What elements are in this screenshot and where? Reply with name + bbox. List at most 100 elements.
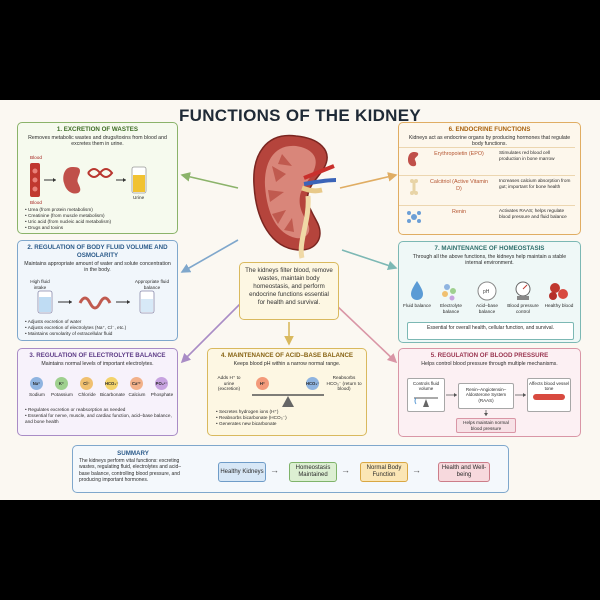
list-item: Generates new bicarbonate [216,421,287,427]
blood-pressure-title: 5. REGULATION OF BLOOD PRESSURE [430,352,549,359]
reabsorbs-hco3-label: Reabsorbs HCO₃⁻ (return to blood) [326,375,362,392]
homeostasis-label: Blood pressure control [507,303,539,314]
molecule-icon [407,211,421,223]
flow-step: Healthy Kidneys [218,462,266,482]
high-intake-label: High fluid intake [30,279,50,290]
ion-badge: K⁺ [55,377,68,390]
vessel-tone-box: Affects blood vessel tone [527,378,571,412]
ion-badge: PO₄³⁻ [155,377,168,390]
endocrine-subtitle: Kidneys act as endocrine organs by produ… [408,134,571,148]
fluid-diagram [37,290,155,314]
electrolyte-subtitle: Maintains normal levels of important ele… [41,360,154,367]
acid-base-list: Secretes hydrogen ions (H⁺) Reabsorbs bi… [216,409,287,427]
connector-arrows [180,172,398,364]
hco3-ion: HCO₃⁻ [306,377,319,390]
ion-badge: HCO₃⁻ [105,377,118,390]
center-summary-text: The kidneys filter blood, remove wastes,… [245,267,333,307]
svg-text:pH: pH [483,289,490,295]
controls-fluid-text: Controls fluid volume [412,381,440,392]
homeostasis-bottom-text: Essential for overall health, cellular f… [426,325,554,331]
endocrine-row-renin: Renin Activates RAAS; helps regulate blo… [399,205,575,228]
list-item: Adjusts excretion of water [25,319,126,325]
endocrine-box: 6. ENDOCRINE FUNCTIONS Kidneys act as en… [398,122,581,235]
ion-name: Chloride [78,392,96,397]
homeostasis-box: 7. MAINTENANCE OF HOMEOSTASIS Through al… [398,241,581,343]
list-item: Maintains osmolarity of extracellular fl… [25,331,126,337]
vessel-tone-text: Affects blood vessel tone [529,381,569,392]
list-item: Drugs and toxins [25,225,111,231]
arrow-to-electrolyte [180,299,245,364]
excretion-diagram [30,163,147,197]
blood-pressure-subtitle: Helps control blood pressure through mul… [421,360,558,367]
arrow-to-blood-pressure [335,304,398,364]
hormone-name: Erythropoietin (EPO) [434,151,484,157]
summary-text: The kidneys perform vital functions: exc… [79,458,182,483]
list-item: Adjusts excretion of electrolytes (Na⁺, … [25,325,126,331]
list-item: Urea (from protein metabolism) [25,207,111,213]
arrow-to-excretion [180,172,239,189]
scale-icon [414,397,438,407]
ion-name: Phosphate [150,392,174,397]
list-item: Secretes hydrogen ions (H⁺) [216,409,287,415]
list-item: Regulates excretion or reabsorption as n… [25,407,175,413]
ion-name: Sodium [29,392,45,397]
electrolyte-title: 3. REGULATION OF ELECTROLYTE BALANCE [29,352,166,359]
hormone-name: Calcitriol (Active Vitamin D) [429,179,488,192]
list-item: Reabsorbs bicarbonate (HCO₃⁻) [216,415,287,421]
list-item: Uric acid (from nucleic acid metabolism) [25,219,111,225]
homeostasis-label: Healthy blood [544,303,574,308]
red-cells-icon [549,283,568,300]
list-item: Creatinine (from muscle metabolism) [25,213,111,219]
poster: FUNCTIONS OF THE KIDNEY The kid [0,100,600,500]
electrolyte-icon [442,284,456,301]
bp-bottom-text: Helps maintain normal blood pressure [463,420,509,431]
homeostasis-icons: pH [411,281,568,301]
homeostasis-bottom: Essential for overall health, cellular f… [407,322,574,340]
fluid-list: Adjusts excretion of water Adjusts excre… [25,319,126,337]
water-drop-icon [411,281,423,300]
hormone-desc: Activates RAAS; helps regulate blood pre… [499,208,567,219]
urine-label: Urine [133,195,145,200]
hormone-name: Renin [451,209,467,215]
endocrine-row-epo: Erythropoietin (EPO) Stimulates red bloo… [399,147,575,170]
excretion-title: 1. EXCRETION OF WASTES [56,126,139,133]
adds-h-label: Adds H⁺ to urine (excretion) [217,375,241,392]
flow-step: Normal Body Function [360,462,408,482]
list-item: Essential for nerve, muscle, and cardiac… [25,413,175,425]
summary-box: SUMMARY The kidneys perform vital functi… [72,445,509,493]
blood-label-2: Blood [30,200,42,205]
flow-arrow-icon: → [270,465,279,475]
ion-name: Calcium [128,392,146,397]
acid-base-subtitle: Keeps blood pH within a narrow normal ra… [233,360,341,367]
excretion-subtitle: Removes metabolic wastes and drugs/toxin… [28,134,167,148]
h-ion: H⁺ [256,377,269,390]
kidney-illustration [253,134,337,259]
endocrine-title: 6. ENDOCRINE FUNCTIONS [448,126,531,133]
ion-name: Bicarbonate [100,392,126,397]
fluid-subtitle: Maintains appropriate amount of water an… [24,260,171,274]
homeostasis-label: Acid–base balance [476,303,498,314]
flow-arrow-icon: → [412,465,421,475]
balance-scale-icon [252,394,324,407]
ph-gauge-icon: pH [477,281,497,301]
hormone-desc: Stimulates red blood cell production in … [499,150,555,161]
summary-title: SUMMARY [117,450,149,457]
bp-arrows [446,393,526,416]
blood-pressure-box: 5. REGULATION OF BLOOD PRESSURE Helps co… [398,348,581,437]
homeostasis-label: Electrolyte balance [440,303,462,314]
electrolyte-list: Regulates excretion or reabsorption as n… [25,407,175,425]
ion-name: Potassium [51,392,73,397]
flow-step: Health and Well-being [438,462,490,482]
acid-base-title: 4. MAINTENANCE OF ACID–BASE BALANCE [220,352,354,359]
fluid-balance-label: Appropriate fluid balance [134,279,170,290]
homeostasis-label: Fluid balance [403,303,431,308]
excretion-list: Urea (from protein metabolism) Creatinin… [25,207,111,231]
arrow-to-endocrine [339,172,398,189]
acid-base-box: 4. MAINTENANCE OF ACID–BASE BALANCE Keep… [207,348,367,436]
arrow-to-homeostasis [341,249,398,271]
bp-cuff-icon [515,281,531,300]
center-summary-box: The kidneys filter blood, remove wastes,… [239,262,339,320]
blood-vessel-icon [533,393,565,400]
homeostasis-title: 7. MAINTENANCE OF HOMEOSTASIS [434,245,545,252]
poster-title: FUNCTIONS OF THE KIDNEY [178,106,422,125]
